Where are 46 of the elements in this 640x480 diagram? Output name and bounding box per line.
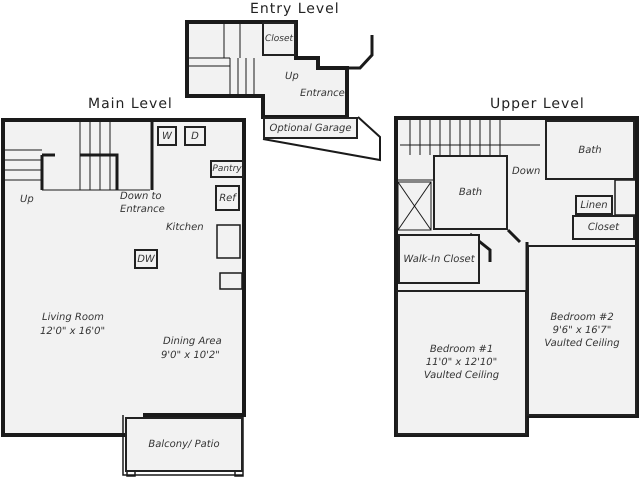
room-label: Bath [578,144,602,156]
room-label: Bedroom #2 [550,311,614,324]
room-label: Dining Area [163,335,222,348]
level-heading: Upper Level [490,96,585,112]
stair-label: Up [20,193,34,206]
closet [572,215,635,240]
linen-closet [575,195,613,215]
level-heading: Entry Level [250,1,340,17]
bathroom [433,155,508,230]
walk-in-closet [398,234,480,284]
room-label: 11'0" x 12'10" [426,356,498,369]
room-label: Optional Garage [269,122,352,134]
dryer-appliance [184,126,206,146]
washer-appliance [157,126,177,146]
room-label: D [191,130,199,142]
room-label: Balcony/ Patio [148,438,220,451]
room-label: 9'6" x 16'7" [552,324,612,337]
closet [262,22,296,56]
room-label: Linen [580,198,608,212]
dimension-text: 9'0" x 10'2" [161,349,220,362]
garage-area [263,117,358,139]
stair-label: Down to Entrance [120,190,162,216]
level-heading: Main Level [88,96,173,112]
room-label: Vaulted Ceiling [424,369,500,382]
bedroom [527,245,637,416]
bathroom [545,120,635,180]
room-label: Kitchen [166,221,204,234]
bedroom [396,290,527,435]
room-label: Living Room [42,311,104,324]
room-label: Walk-In Closet [403,252,475,266]
balcony-area [125,417,243,472]
stair-label: Down [512,165,540,178]
room-label: Pantry [212,162,242,176]
dishwasher-appliance [134,249,158,269]
room-label: Vaulted Ceiling [544,337,620,350]
room-label: DW [137,252,155,266]
stair-label: Up [285,70,299,83]
room-label: Entrance [300,87,345,100]
room-label: Closet [264,32,294,46]
room-label: Closet [588,221,620,234]
room-label: Bedroom #1 [430,343,494,356]
dimension-text: 12'0" x 16'0" [40,325,106,338]
room-label: Ref [219,192,236,204]
refrigerator-appliance [215,185,240,211]
room-label: Bath [458,186,482,199]
room-label: W [162,130,172,142]
